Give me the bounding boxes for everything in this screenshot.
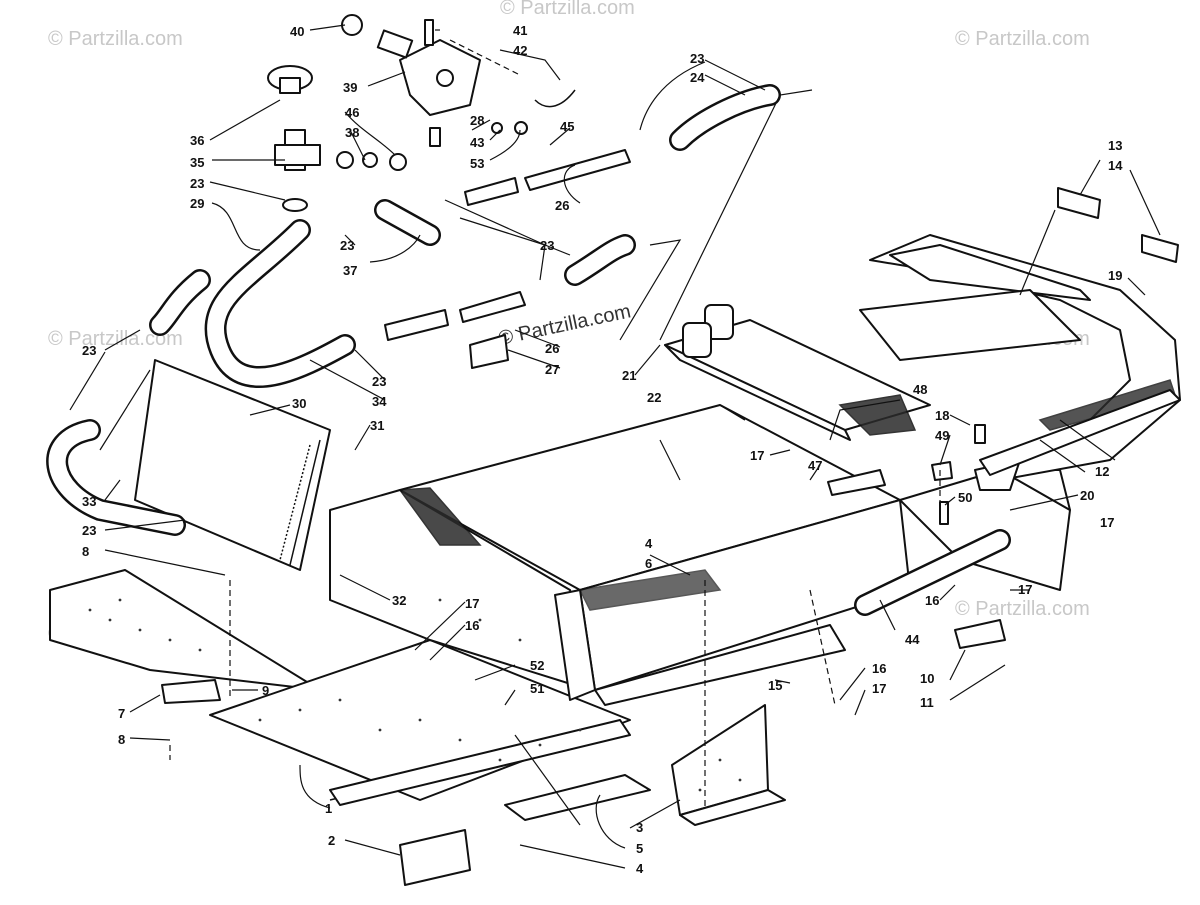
callout-42: 42 xyxy=(513,43,527,58)
callout-17: 17 xyxy=(872,681,886,696)
callout-48: 48 xyxy=(913,382,927,397)
callout-23: 23 xyxy=(690,51,704,66)
callout-30: 30 xyxy=(292,396,306,411)
heat-exchanger xyxy=(664,304,986,525)
callout-49: 49 xyxy=(935,428,949,443)
callout-41: 41 xyxy=(513,23,527,38)
callout-16: 16 xyxy=(925,593,939,608)
callout-10: 10 xyxy=(920,671,934,686)
callout-31: 31 xyxy=(370,418,384,433)
callout-43: 43 xyxy=(470,135,484,150)
rear-frame xyxy=(859,234,1181,491)
callout-17: 17 xyxy=(1100,515,1114,530)
callout-35: 35 xyxy=(190,155,204,170)
callout-39: 39 xyxy=(343,80,357,95)
callout-27: 27 xyxy=(545,362,559,377)
callout-34: 34 xyxy=(372,394,387,409)
callout-22: 22 xyxy=(647,390,661,405)
watermark: © Partzilla.com xyxy=(48,28,183,50)
callout-40: 40 xyxy=(290,24,304,39)
callout-28: 28 xyxy=(470,113,484,128)
callout-8: 8 xyxy=(118,732,125,747)
callout-13: 13 xyxy=(1108,138,1122,153)
callout-24: 24 xyxy=(690,70,705,85)
callout-20: 20 xyxy=(1080,488,1094,503)
floor-panels xyxy=(49,404,1071,886)
callout-53: 53 xyxy=(470,156,484,171)
callout-47: 47 xyxy=(808,458,822,473)
callout-1: 1 xyxy=(325,801,332,816)
callout-12: 12 xyxy=(1095,464,1109,479)
leader-lines xyxy=(69,24,1161,869)
callout-6: 6 xyxy=(645,556,652,571)
callout-14: 14 xyxy=(1108,158,1123,173)
callout-51: 51 xyxy=(530,681,544,696)
callout-17: 17 xyxy=(750,448,764,463)
callout-44: 44 xyxy=(905,632,920,647)
heat-shield xyxy=(134,359,331,571)
callout-19: 19 xyxy=(1108,268,1122,283)
callout-4: 4 xyxy=(636,861,644,876)
callout-23: 23 xyxy=(190,176,204,191)
callout-4: 4 xyxy=(645,536,653,551)
callout-2: 2 xyxy=(328,833,335,848)
callout-46: 46 xyxy=(345,105,359,120)
callout-52: 52 xyxy=(530,658,544,673)
callout-23: 23 xyxy=(82,343,96,358)
callout-9: 9 xyxy=(262,683,269,698)
callout-37: 37 xyxy=(343,263,357,278)
watermark: © Partzilla.com xyxy=(955,598,1090,620)
callout-17: 17 xyxy=(1018,582,1032,597)
callout-11: 11 xyxy=(920,695,934,710)
callout-26: 26 xyxy=(545,341,559,356)
callouts: 40 41 42 39 46 38 36 35 23 29 28 43 53 4… xyxy=(82,23,1123,876)
callout-16: 16 xyxy=(465,618,479,633)
filler-assembly xyxy=(267,14,528,369)
callout-23: 23 xyxy=(540,238,554,253)
decals xyxy=(1057,187,1179,263)
callout-8: 8 xyxy=(82,544,89,559)
callout-16: 16 xyxy=(872,661,886,676)
callout-29: 29 xyxy=(190,196,204,211)
callout-38: 38 xyxy=(345,125,359,140)
callout-5: 5 xyxy=(636,841,643,856)
watermark: © Partzilla.com xyxy=(500,0,635,19)
callout-36: 36 xyxy=(190,133,204,148)
callout-33: 33 xyxy=(82,494,96,509)
callout-45: 45 xyxy=(560,119,574,134)
watermark: © Partzilla.com xyxy=(955,28,1090,50)
callout-26: 26 xyxy=(555,198,569,213)
hoses xyxy=(46,84,1011,616)
callout-21: 21 xyxy=(622,368,636,383)
callout-32: 32 xyxy=(392,593,406,608)
callout-15: 15 xyxy=(768,678,782,693)
callout-50: 50 xyxy=(958,490,972,505)
callout-7: 7 xyxy=(118,706,125,721)
callout-17: 17 xyxy=(465,596,479,611)
callout-18: 18 xyxy=(935,408,949,423)
watermark: © Partzilla.com xyxy=(48,328,183,350)
callout-23: 23 xyxy=(372,374,386,389)
callout-3: 3 xyxy=(636,820,643,835)
callout-23: 23 xyxy=(340,238,354,253)
callout-23: 23 xyxy=(82,523,96,538)
